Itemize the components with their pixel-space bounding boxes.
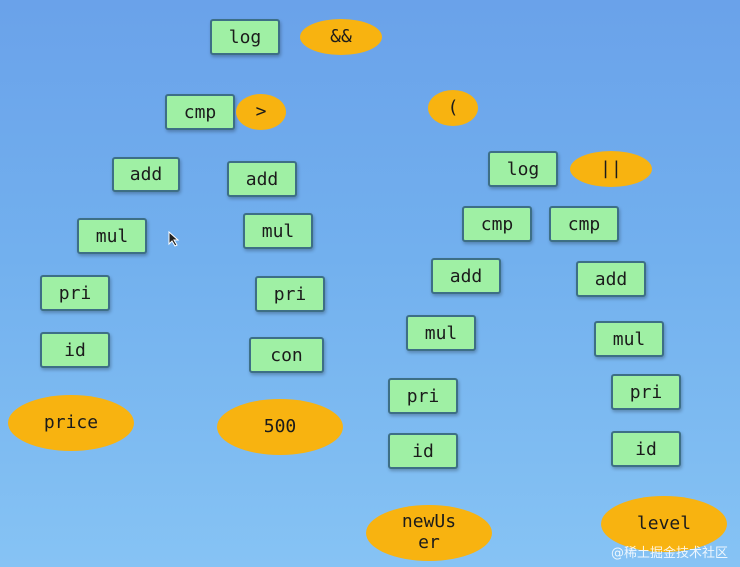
mul-node-right-1: mul: [406, 315, 476, 351]
or-operator-token: ||: [570, 151, 652, 187]
greater-than-token: >: [236, 94, 286, 130]
cmp-node-right-1: cmp: [462, 206, 532, 242]
log-node-right: log: [488, 151, 558, 187]
id-node-right-2: id: [611, 431, 681, 467]
mouse-pointer-icon: [168, 231, 180, 247]
number-500-token: 500: [217, 399, 343, 455]
id-node-right-1: id: [388, 433, 458, 469]
cmp-node-left: cmp: [165, 94, 235, 130]
add-node-left-1: add: [112, 157, 180, 192]
cmp-node-right-2: cmp: [549, 206, 619, 242]
mul-node-left-1: mul: [77, 218, 147, 254]
pri-node-left-2: pri: [255, 276, 325, 312]
pri-node-left-1: pri: [40, 275, 110, 311]
pri-node-right-1: pri: [388, 378, 458, 414]
newuser-token: newUs er: [366, 505, 492, 561]
add-node-right-1: add: [431, 258, 501, 294]
watermark-text: @稀土掘金技术社区: [610, 546, 728, 561]
level-token: level: [601, 496, 727, 552]
add-node-left-2: add: [227, 161, 297, 197]
mul-node-left-2: mul: [243, 213, 313, 249]
add-node-right-2: add: [576, 261, 646, 297]
pri-node-right-2: pri: [611, 374, 681, 410]
open-paren-token: (: [428, 90, 478, 126]
price-token: price: [8, 395, 134, 451]
id-node-left-1: id: [40, 332, 110, 368]
and-operator-token: &&: [300, 19, 382, 55]
mul-node-right-2: mul: [594, 321, 664, 357]
con-node-left-2: con: [249, 337, 324, 373]
log-node-top: log: [210, 19, 280, 55]
